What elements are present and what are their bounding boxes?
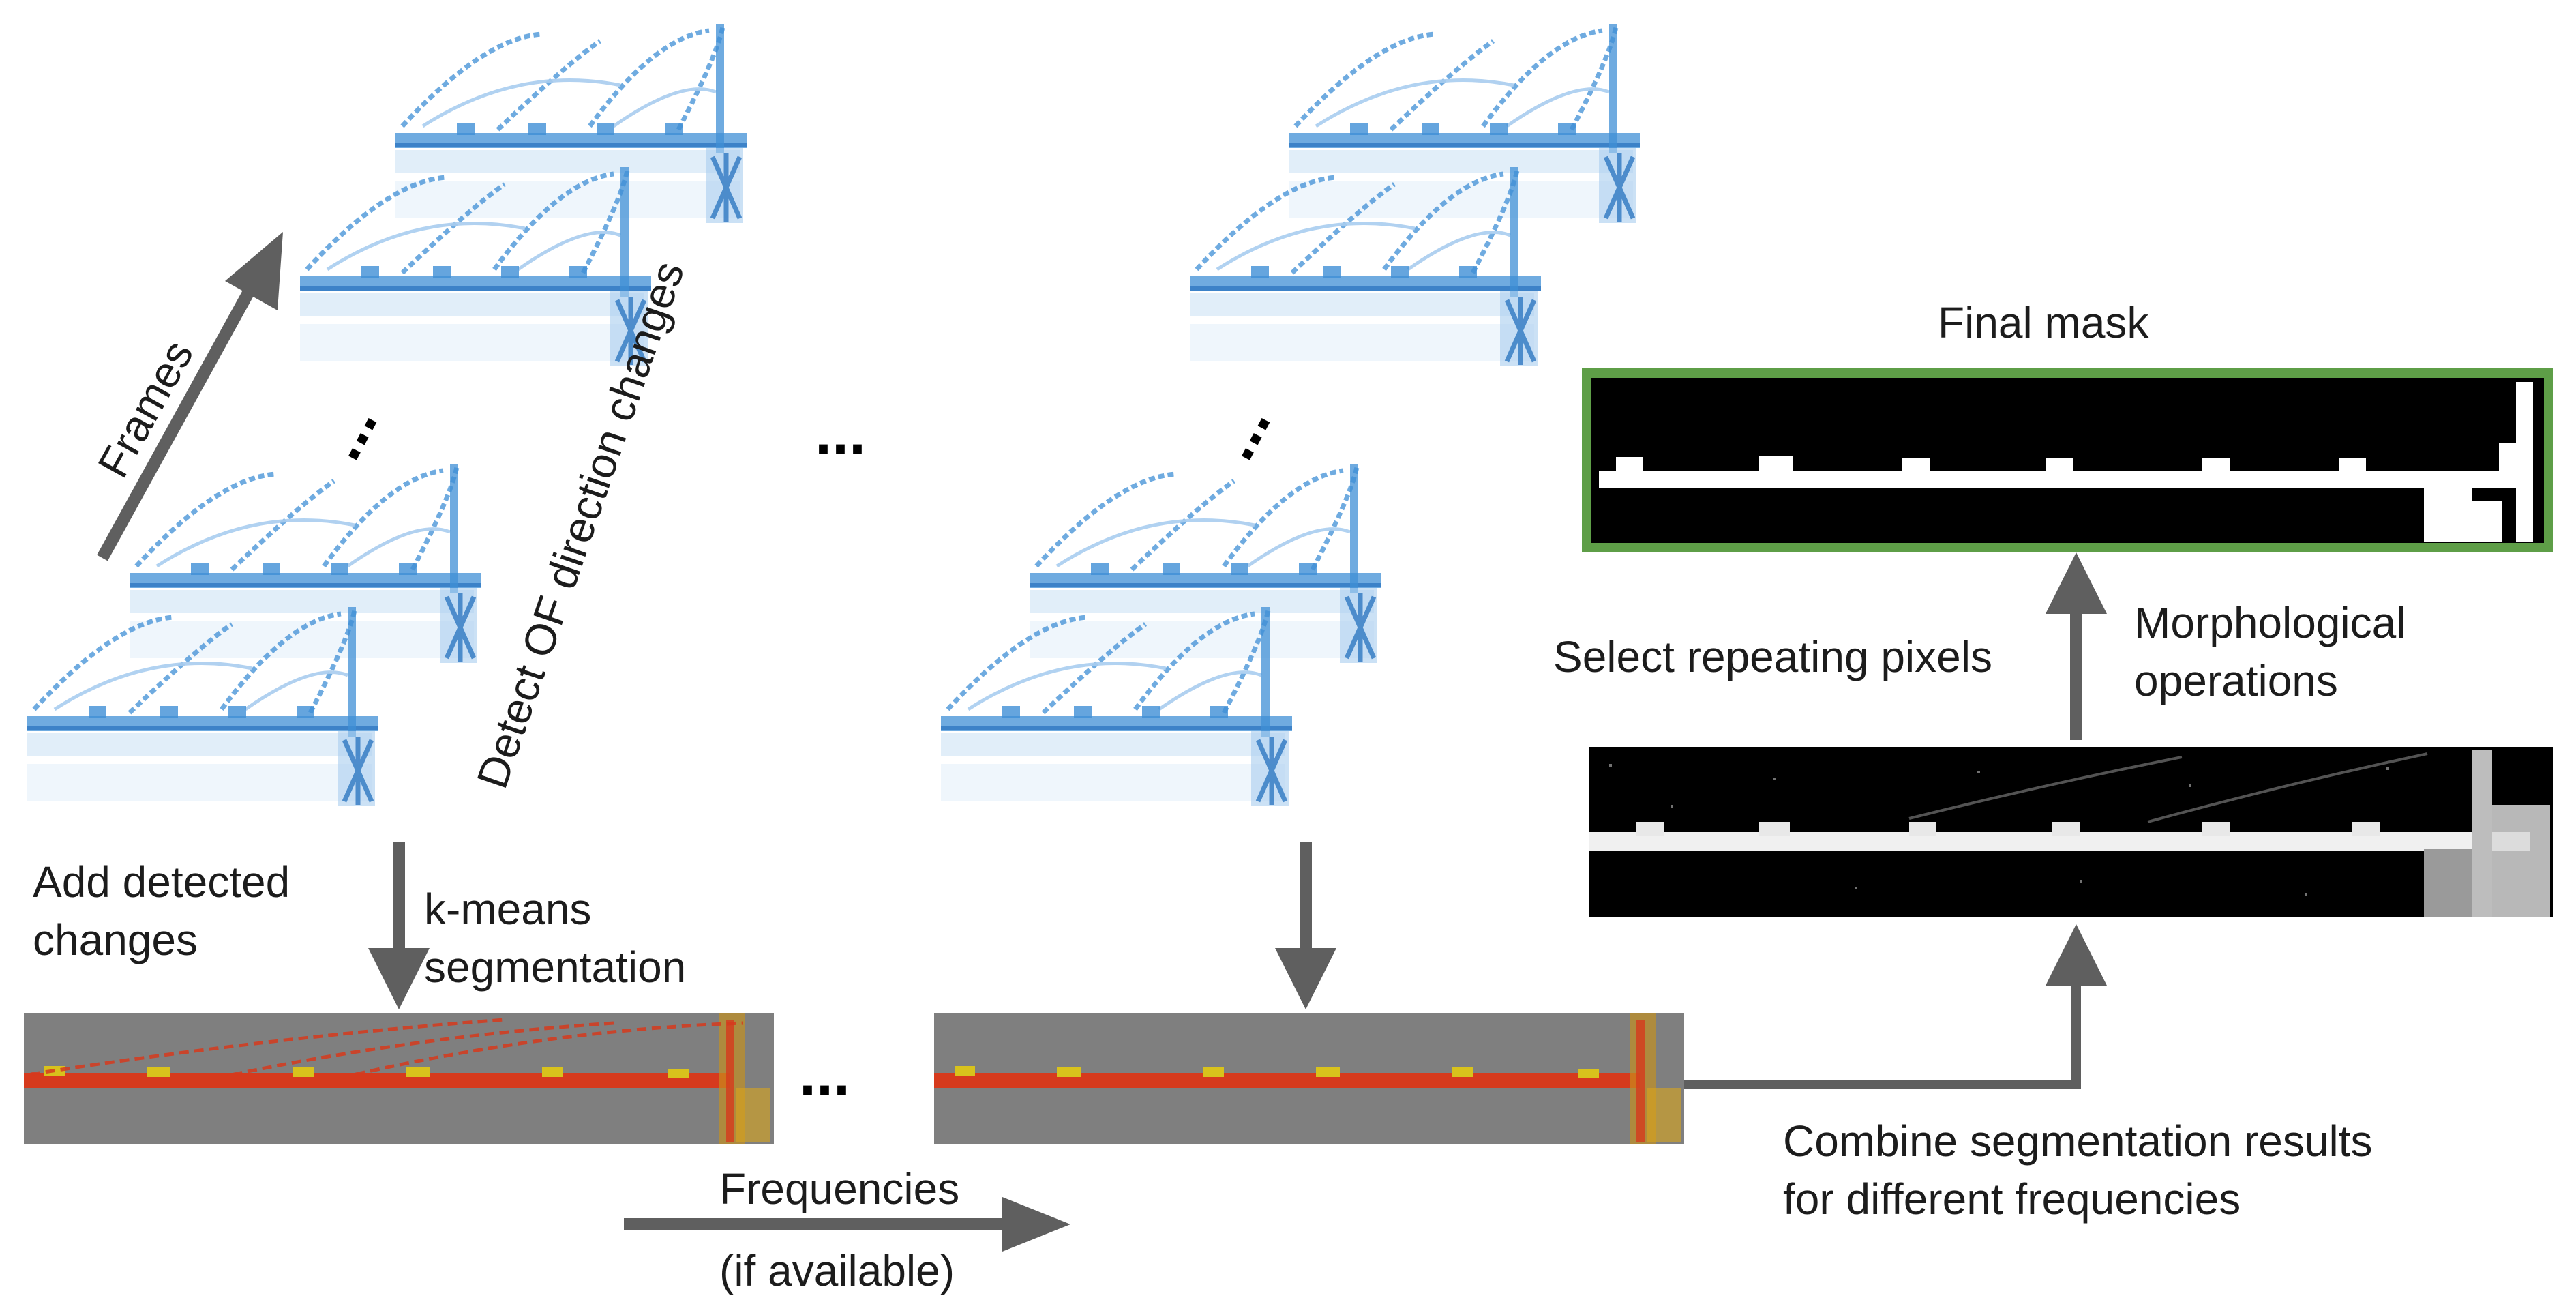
down-arrow-left <box>368 842 430 1009</box>
ellipsis-left-stack: ... <box>306 393 391 470</box>
kmeans-label-line1: k-means <box>424 885 591 934</box>
combine-label-line2: for different frequencies <box>1783 1174 2241 1224</box>
combine-label-line1: Combine segmentation results <box>1783 1117 2372 1166</box>
segmentation-cables <box>30 1018 744 1080</box>
kmeans-label-line2: segmentation <box>424 943 686 992</box>
down-arrow-middle <box>1275 842 1336 1009</box>
combine-connector <box>1684 924 2107 1089</box>
ellipsis-between-segmentations: ... <box>799 1040 850 1108</box>
morphological-label-line1: Morphological <box>2134 598 2406 647</box>
frames-arrow <box>97 232 283 561</box>
frequencies-arrow <box>624 1197 1070 1252</box>
add-detected-label-line1: Add detected <box>33 857 290 906</box>
frame-stack-middle <box>941 24 1671 832</box>
up-arrow-to-final-mask <box>2046 552 2107 740</box>
segmentation-image-2 <box>934 1013 1684 1144</box>
ellipsis-between-stacks: ... <box>815 399 866 467</box>
morphological-label-line2: operations <box>2134 656 2338 705</box>
final-mask-title: Final mask <box>1938 298 2149 347</box>
combined-result-image <box>1589 747 2553 917</box>
frame-image-5 <box>941 607 1323 832</box>
frame-image-7 <box>1190 167 1572 392</box>
if-available-label: (if available) <box>719 1246 955 1295</box>
ellipsis-middle-stack: ... <box>1199 393 1284 470</box>
frequencies-label: Frequencies <box>719 1164 959 1213</box>
final-mask-image <box>1582 368 2553 552</box>
segmentation-image-1 <box>24 1013 774 1144</box>
select-repeating-label: Select repeating pixels <box>1553 632 1992 681</box>
add-detected-label-line2: changes <box>33 915 198 964</box>
frame-image-1 <box>27 607 409 832</box>
